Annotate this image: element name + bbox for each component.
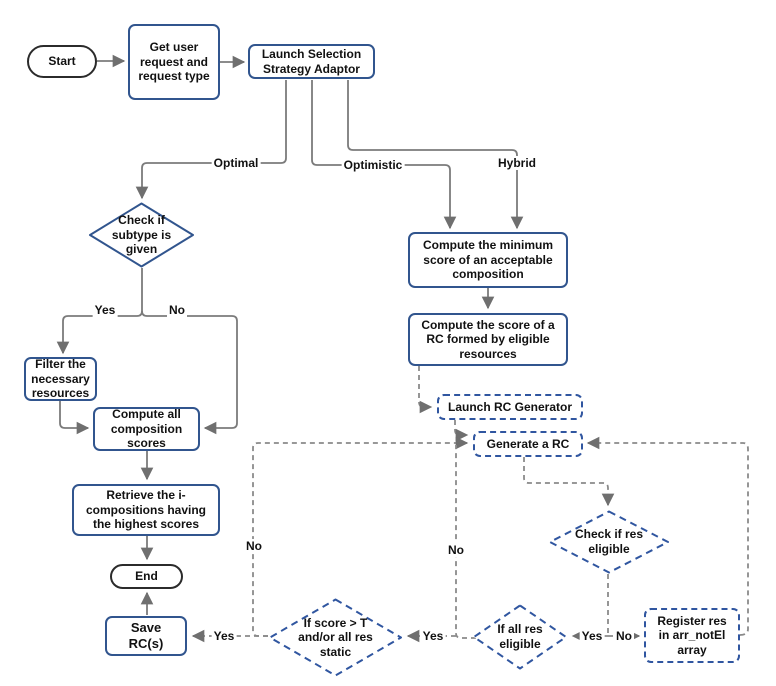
edge-label-yes-allres: Yes <box>579 629 605 643</box>
decision-if-all-res-eligible: If all res eligible <box>472 604 568 670</box>
diamond-shape <box>89 202 194 268</box>
node-get-user-request: Get user request and request type <box>128 24 220 100</box>
node-compute-minimum-score: Compute the minimum score of an acceptab… <box>408 232 568 288</box>
node-register-res-arr-notel: Register res in arr_notEl array <box>644 608 740 663</box>
edge-filter-to-computeall <box>59 401 90 435</box>
diamond-shape <box>473 604 567 670</box>
edge-adaptor-hybrid <box>347 80 524 230</box>
edge-label-no-allres-loop: No <box>446 543 466 557</box>
edge-adaptor-optimistic <box>311 80 457 230</box>
node-filter-necessary-resources: Filter the necessary resources <box>24 357 97 401</box>
edge-generate-to-checkres <box>523 457 615 507</box>
node-retrieve-i-compositions: Retrieve the i-compositions having the h… <box>72 484 220 536</box>
edge-label-optimistic: Optimistic <box>341 158 405 172</box>
edge-label-no-register: No <box>614 629 634 643</box>
edge-label-hybrid: Hybrid <box>495 156 539 170</box>
edge-label-no-scoret-loop: No <box>244 539 264 553</box>
edge-allres-no-loop-up <box>455 445 476 639</box>
edge-label-yes-subtype: Yes <box>92 303 118 317</box>
node-launch-selection-strategy-adaptor: Launch Selection Strategy Adaptor <box>248 44 375 79</box>
decision-check-subtype-given: Check if subtype is given <box>88 202 195 268</box>
node-compute-score-of-rc: Compute the score of a RC formed by elig… <box>408 313 568 366</box>
node-launch-rc-generator: Launch RC Generator <box>437 394 583 420</box>
edge-launchgen-to-generate <box>454 420 469 442</box>
edge-register-loop-to-generate <box>586 436 749 636</box>
node-save-rc: Save RC(s) <box>105 616 187 656</box>
edge-label-optimal: Optimal <box>211 156 261 170</box>
decision-check-res-eligible: Check if res eligible <box>548 510 670 574</box>
diamond-shape <box>269 598 402 677</box>
edge-label-no-subtype: No <box>167 303 187 317</box>
node-generate-a-rc: Generate a RC <box>473 431 583 457</box>
decision-if-score-gt-t: If score > T and/or all res static <box>268 598 403 677</box>
edge-scorerc-to-launchgen <box>418 366 433 414</box>
edge-label-yes-save: Yes <box>211 629 237 643</box>
node-end: End <box>110 564 183 589</box>
edge-label-yes-scoret: Yes <box>420 629 446 643</box>
node-compute-all-composition-scores: Compute all composition scores <box>93 407 200 451</box>
edge-subtype-no <box>141 310 238 435</box>
diamond-shape <box>549 510 669 574</box>
node-start: Start <box>27 45 97 78</box>
